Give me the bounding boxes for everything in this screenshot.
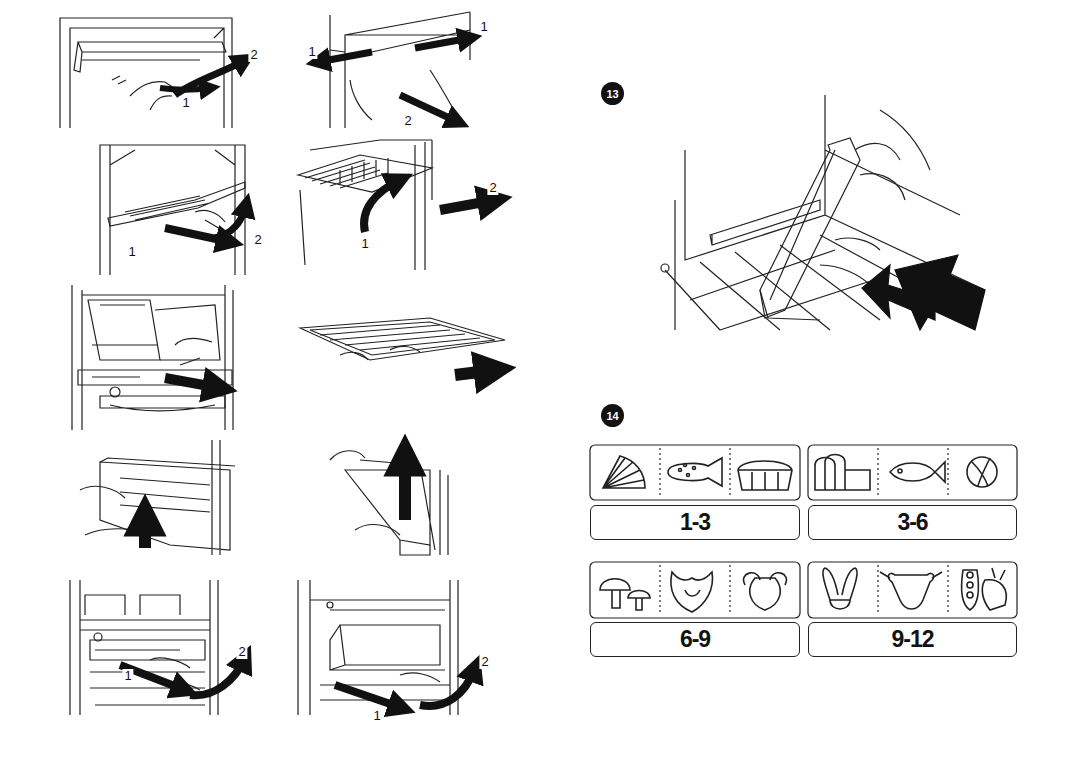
range-text: 6-9 [680, 626, 710, 653]
callout-number: 2 [252, 233, 263, 247]
wire-shelf-removal [298, 140, 495, 270]
callout-number: 2 [248, 48, 259, 62]
months-range-box: 3-6 [808, 505, 1017, 540]
callout-number: 1 [371, 709, 382, 723]
callout-number: 1 [478, 20, 489, 34]
callout-number: 2 [236, 645, 247, 659]
crisper-cover-removal [72, 285, 233, 430]
range-text: 9-12 [891, 626, 933, 653]
glass-shelf-removal [100, 145, 246, 275]
callout-number: 2 [402, 114, 413, 128]
callout-number: 1 [122, 669, 133, 683]
door-rack-removal [330, 451, 448, 555]
figure-number: 14 [601, 404, 624, 427]
freezer-drawer-bottom [298, 580, 475, 715]
callout-number: 2 [479, 655, 490, 669]
door-rack-insertion [80, 440, 235, 555]
freezer-drawer-top [70, 580, 245, 715]
callout-number: 1 [306, 45, 317, 59]
callout-number: 1 [126, 245, 137, 259]
shelf-cover-removal [60, 18, 245, 128]
crisper-drawer-removal [300, 318, 505, 375]
top-panel-removal [318, 12, 470, 128]
months-range-box: 6-9 [590, 622, 800, 657]
range-text: 3-6 [897, 509, 927, 536]
callout-number: 1 [180, 96, 191, 110]
food-icon-grid [590, 445, 1017, 618]
figure-number-text: 14 [606, 410, 618, 422]
months-range-box: 1-3 [590, 505, 800, 540]
base-panel-fitting [661, 95, 985, 330]
range-text: 1-3 [680, 509, 710, 536]
months-range-box: 9-12 [808, 622, 1017, 657]
figure-number: 13 [601, 82, 624, 105]
callout-number: 2 [487, 181, 498, 195]
callout-number: 1 [359, 237, 370, 251]
figure-number-text: 13 [606, 88, 618, 100]
